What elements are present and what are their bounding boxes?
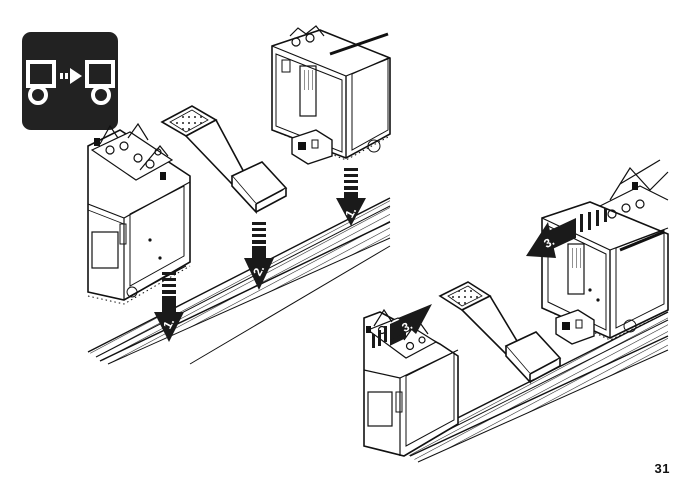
- top-scene: 1. 2. 1.: [87, 25, 391, 365]
- step-arrow-top-middle: [244, 222, 274, 290]
- right-vehicle-bottom: [541, 159, 669, 345]
- step-arrow-top-left: [154, 272, 184, 342]
- uncoupler-tool-top: [160, 105, 288, 215]
- page-number: 31: [654, 461, 670, 476]
- step-arrow-bottom-left: [372, 304, 432, 348]
- step-arrow-top-right: [336, 168, 366, 226]
- uncouple-vehicles-icon: [22, 32, 118, 130]
- uncoupler-tool-bottom: [438, 281, 562, 385]
- left-locomotive: [87, 122, 191, 305]
- right-vehicle-top: [271, 25, 391, 165]
- bottom-scene: 3.: [363, 159, 669, 463]
- step-arrow-bottom-right: [526, 208, 607, 258]
